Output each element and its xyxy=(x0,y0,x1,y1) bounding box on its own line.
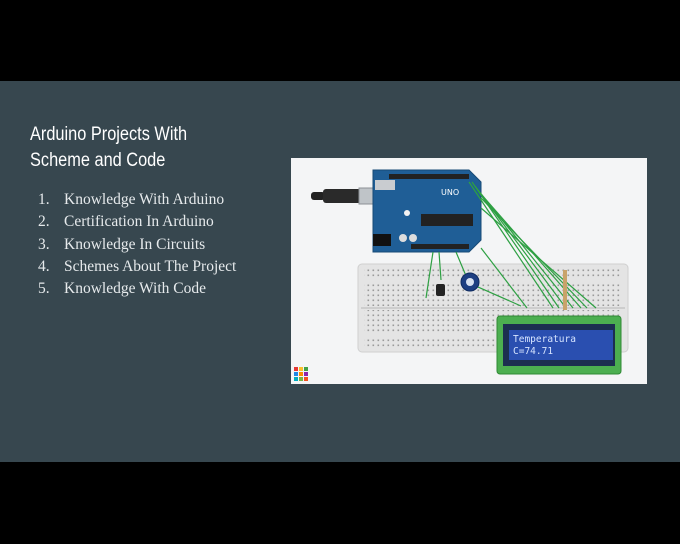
lcd-display: Temperatura C=74.71 xyxy=(496,315,622,375)
potentiometer xyxy=(460,272,480,292)
item-label: Knowledge In Circuits xyxy=(64,235,206,253)
item-label: Knowledge With Code xyxy=(64,280,207,298)
list-item: 5. Knowledge With Code xyxy=(38,278,236,300)
slide-title: Arduino Projects With Scheme and Code xyxy=(30,122,187,174)
title-line-2: Scheme and Code xyxy=(30,150,166,171)
arduino-board: UNO xyxy=(372,169,482,253)
item-label: Schemes About The Project xyxy=(64,257,237,275)
item-number: 4. xyxy=(38,257,50,275)
title-line-1: Arduino Projects With xyxy=(30,124,188,145)
item-number: 5. xyxy=(38,280,50,298)
item-number: 2. xyxy=(38,213,50,231)
list-item: 3. Knowledge In Circuits xyxy=(38,234,236,256)
app-logo xyxy=(294,367,308,381)
circuit-image: UNO xyxy=(291,158,647,384)
resistor xyxy=(563,270,567,310)
item-number: 1. xyxy=(38,191,50,208)
item-number: 3. xyxy=(38,235,50,253)
usb-cable xyxy=(311,187,382,205)
list-item: 4. Schemes About The Project xyxy=(38,256,236,278)
lcd-line-2: C=74.71 xyxy=(513,346,553,357)
wires xyxy=(425,181,597,309)
list-item: 2. Certification In Arduino xyxy=(38,211,236,233)
board-label: UNO xyxy=(441,188,459,197)
item-label: Certification In Arduino xyxy=(64,213,214,231)
temperature-sensor xyxy=(436,284,445,296)
item-label: Knowledge With Arduino xyxy=(64,191,225,208)
slide: Arduino Projects With Scheme and Code 1.… xyxy=(0,81,680,462)
feature-list: 1. Knowledge With Arduino 2. Certification… xyxy=(38,189,236,300)
list-item: 1. Knowledge With Arduino xyxy=(38,189,236,211)
lcd-line-1: Temperatura xyxy=(513,334,576,345)
